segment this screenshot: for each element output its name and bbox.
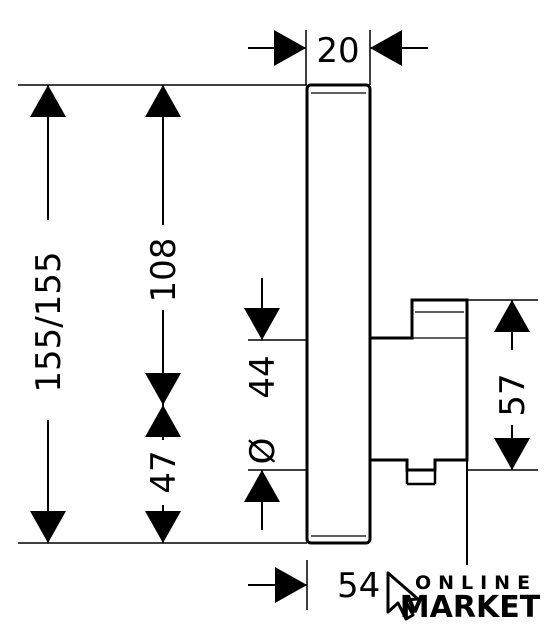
dimension-label-44: 44 (243, 355, 283, 398)
cursor-icon (386, 571, 420, 621)
dimension-body-height (494, 300, 530, 470)
watermark-line1: ONLINE (415, 572, 537, 594)
watermark-line2: MARKET (400, 590, 541, 625)
watermark-logo (386, 571, 420, 621)
dimension-lower-height (145, 405, 181, 543)
dimension-label-155: 155/155 (29, 251, 69, 392)
dimension-total-height (30, 85, 66, 543)
dimension-diameter (244, 278, 280, 530)
diameter-symbol: Ø (243, 438, 283, 465)
dimension-top-width (248, 30, 428, 66)
dimension-label-20: 20 (316, 31, 359, 71)
dimension-label-57: 57 (493, 373, 533, 416)
dimension-upper-height (145, 85, 181, 405)
valve-body (370, 298, 469, 565)
dimension-label-47: 47 (144, 450, 184, 493)
cover-plate (305, 83, 372, 545)
dimension-depth (248, 567, 307, 603)
extension-lines (18, 30, 538, 610)
dimension-label-54: 54 (337, 566, 380, 606)
dimension-label-108: 108 (144, 238, 184, 303)
